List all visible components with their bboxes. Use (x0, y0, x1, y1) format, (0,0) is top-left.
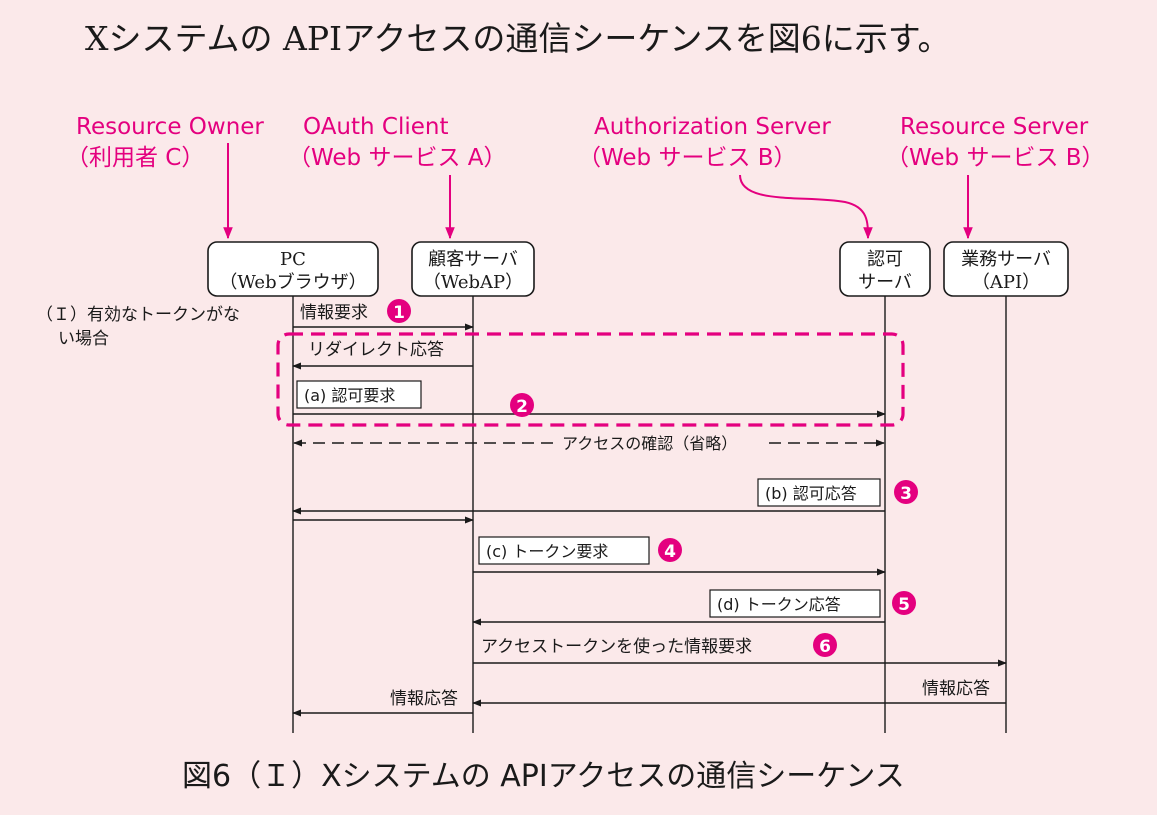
participant-pc: PC （Webブラウザ） (207, 241, 379, 297)
step-number: 6 (819, 637, 831, 657)
participant-sub: （Webブラウザ） (219, 271, 366, 293)
role-name: Resource Owner (76, 114, 264, 140)
msg-access-token-request-label: アクセストークンを使った情報要求 (481, 636, 752, 657)
msg-auth-request-label: (a) 認可要求 (304, 386, 395, 405)
step-number: 1 (393, 303, 405, 323)
msg-token-response-label: (d) トークン応答 (717, 595, 841, 614)
msg-auth-response-label: (b) 認可応答 (765, 484, 857, 503)
msg-info-response-api-label: 情報応答 (922, 679, 990, 699)
role-authorization-server: Authorization Server （Web サービス B） (578, 114, 831, 171)
role-sub: （Web サービス B） (886, 145, 1105, 171)
participant-sub: （WebAP） (423, 272, 523, 293)
role-resource-server: Resource Server （Web サービス B） (886, 114, 1105, 171)
step-number: 5 (898, 595, 910, 615)
step-badge-5: 5 (892, 591, 916, 615)
participant-sub: （API） (972, 272, 1040, 293)
role-name: Authorization Server (594, 114, 831, 140)
role-oauth-client: OAuth Client （Web サービス A） (288, 114, 507, 171)
step-badge-3: 3 (894, 480, 918, 504)
role-name: Resource Server (900, 114, 1089, 140)
figure-caption: 図6（Ｉ）Xシステムの APIアクセスの通信シーケンス (182, 759, 905, 794)
participant-title: PC (280, 249, 306, 270)
role-resource-owner: Resource Owner （利用者 C） (66, 114, 264, 171)
msg-auth-request-box (296, 380, 422, 409)
role-name: OAuth Client (303, 114, 449, 140)
msg-auth-response-box (757, 478, 881, 507)
step-number: 3 (900, 484, 912, 504)
step-badge-1: 1 (387, 299, 411, 323)
participant-authz-server: 認可 サーバ (839, 241, 931, 297)
msg-token-request-box (478, 536, 650, 565)
participant-title: 認可 (867, 249, 903, 270)
role-sub: （Web サービス B） (578, 145, 797, 171)
step-number: 4 (664, 542, 676, 562)
msg-redirect-response-label: リダイレクト応答 (308, 340, 444, 360)
participant-customer-server: 顧客サーバ （WebAP） (411, 241, 535, 297)
role-sub: （利用者 C） (66, 145, 204, 171)
step-badge-6: 6 (813, 633, 837, 657)
participant-title: 業務サーバ (961, 249, 1051, 270)
page-heading: Xシステムの APIアクセスの通信シーケンスを図6に示す。 (85, 19, 950, 58)
case-label-line1: （Ｉ）有効なトークンがな (36, 305, 240, 325)
role-arrow-authz (739, 174, 873, 240)
step-badge-4: 4 (658, 538, 682, 562)
step-number: 2 (516, 397, 528, 417)
step-badge-2: 2 (510, 393, 534, 417)
msg-access-confirm-bg (556, 432, 766, 454)
msg-info-response-pc-label: 情報応答 (390, 689, 458, 709)
msg-info-request-label: 情報要求 (300, 303, 368, 323)
msg-token-request-label: (c) トークン要求 (486, 542, 608, 561)
role-sub: （Web サービス A） (288, 145, 507, 171)
msg-access-confirm-label: アクセスの確認（省略） (562, 434, 737, 453)
participant-sub: サーバ (858, 272, 912, 293)
msg-token-response-box (709, 589, 881, 618)
participant-business-server: 業務サーバ （API） (943, 241, 1069, 297)
participant-title: 顧客サーバ (428, 249, 518, 270)
case-label-line2: い場合 (58, 329, 109, 349)
